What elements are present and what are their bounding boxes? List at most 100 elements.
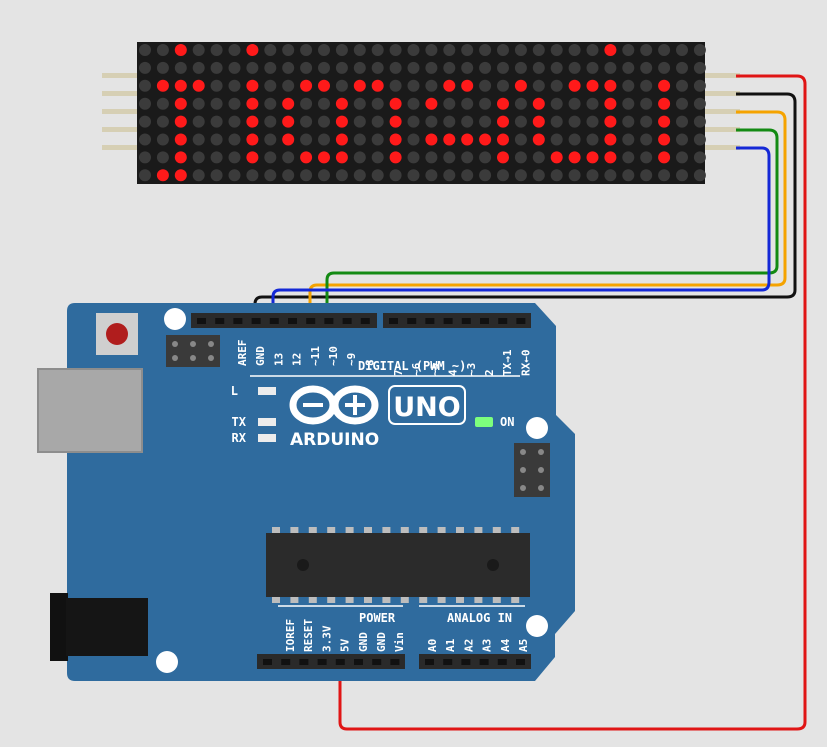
matrix-led-off <box>407 169 420 182</box>
matrix-led-off <box>586 169 599 182</box>
matrix-body <box>137 42 705 184</box>
matrix-led-off <box>461 61 474 74</box>
header-socket[interactable] <box>269 318 279 324</box>
matrix-led-on <box>604 151 617 164</box>
matrix-led-on <box>568 79 581 92</box>
matrix-led-off <box>568 44 581 56</box>
matrix-led-on <box>604 133 617 146</box>
header-socket[interactable] <box>251 318 261 324</box>
header-socket[interactable] <box>288 318 297 324</box>
matrix-led-off <box>461 97 474 110</box>
header-socket[interactable] <box>498 318 508 324</box>
matrix-led-off <box>425 169 438 182</box>
vcc-wire[interactable] <box>338 74 807 731</box>
header-socket[interactable] <box>372 659 382 665</box>
digital-header-left[interactable] <box>191 313 377 328</box>
cs-wire[interactable] <box>325 128 779 321</box>
header-socket[interactable] <box>342 318 352 324</box>
clk-wire[interactable] <box>271 146 771 321</box>
header-socket[interactable] <box>390 659 400 665</box>
matrix-led-on <box>300 79 313 92</box>
header-socket[interactable] <box>317 659 327 665</box>
header-socket[interactable] <box>306 318 316 324</box>
matrix-led-on <box>174 151 187 164</box>
din-wire[interactable] <box>308 110 787 321</box>
header-socket[interactable] <box>263 659 272 665</box>
header-socket[interactable] <box>479 659 489 665</box>
header-socket[interactable] <box>497 659 507 665</box>
header-socket[interactable] <box>443 659 453 665</box>
header-socket[interactable] <box>425 659 434 665</box>
header-socket[interactable] <box>324 318 334 324</box>
header-socket[interactable] <box>233 318 243 324</box>
analog-pin-label: A0 <box>426 639 439 652</box>
matrix-led-off <box>497 169 509 182</box>
header-socket[interactable] <box>354 659 363 665</box>
matrix-right-pins[interactable] <box>704 73 740 150</box>
matrix-led-off <box>622 97 635 110</box>
led-matrix[interactable] <box>137 42 706 184</box>
reset-button[interactable] <box>106 323 128 345</box>
matrix-led-off <box>622 79 635 92</box>
analog-header[interactable] <box>419 654 531 669</box>
matrix-led-off <box>461 44 474 56</box>
matrix-led-on <box>497 151 509 164</box>
matrix-led-off <box>514 133 527 146</box>
power-jack <box>66 598 148 656</box>
header-socket[interactable] <box>461 318 471 324</box>
header-socket[interactable] <box>197 318 206 324</box>
matrix-led-on <box>443 133 456 146</box>
on-label: ON <box>500 415 514 429</box>
digital-header-right[interactable] <box>383 313 531 328</box>
matrix-led-off <box>282 79 295 92</box>
matrix-led-off <box>389 169 402 182</box>
brand-label: ARDUINO <box>290 430 379 450</box>
matrix-led-off <box>318 115 330 128</box>
matrix-led-off <box>228 44 241 56</box>
header-socket[interactable] <box>516 318 526 324</box>
header-socket[interactable] <box>360 318 370 324</box>
matrix-led-on <box>443 79 456 92</box>
header-socket[interactable] <box>299 659 309 665</box>
matrix-led-on <box>604 115 617 128</box>
header-socket[interactable] <box>443 318 453 324</box>
header-socket[interactable] <box>461 659 471 665</box>
wires[interactable] <box>253 74 807 731</box>
matrix-led-off <box>479 79 492 92</box>
header-socket[interactable] <box>407 318 417 324</box>
header-socket[interactable] <box>516 659 525 665</box>
header-socket[interactable] <box>480 318 489 324</box>
matrix-led-off <box>318 44 330 56</box>
matrix-led-off <box>514 44 527 56</box>
header-socket[interactable] <box>335 659 345 665</box>
matrix-led-off <box>389 44 402 56</box>
header-socket[interactable] <box>425 318 435 324</box>
matrix-led-off <box>139 151 151 164</box>
header-socket[interactable] <box>281 659 291 665</box>
matrix-led-on <box>389 151 402 164</box>
matrix-led-off <box>318 97 330 110</box>
chip-pin <box>327 527 336 533</box>
matrix-led-off <box>371 115 384 128</box>
matrix-led-off <box>676 61 688 74</box>
matrix-led-off <box>568 61 581 74</box>
matrix-led-on <box>282 115 295 128</box>
power-header[interactable] <box>257 654 405 669</box>
gnd-wire[interactable] <box>253 92 797 321</box>
matrix-led-on <box>604 97 617 110</box>
matrix-led-on <box>532 97 545 110</box>
header-socket[interactable] <box>389 318 398 324</box>
matrix-led-off <box>586 97 599 110</box>
matrix-led-off <box>156 133 169 146</box>
header-socket[interactable] <box>215 318 225 324</box>
matrix-led-off <box>479 115 492 128</box>
matrix-led-off <box>622 151 635 164</box>
matrix-led-off <box>693 79 706 92</box>
digital-pin-label: 8 <box>363 359 376 366</box>
matrix-led-off <box>693 44 706 56</box>
matrix-led-off <box>353 97 366 110</box>
matrix-led-off <box>640 61 653 74</box>
mounting-hole <box>526 417 548 439</box>
